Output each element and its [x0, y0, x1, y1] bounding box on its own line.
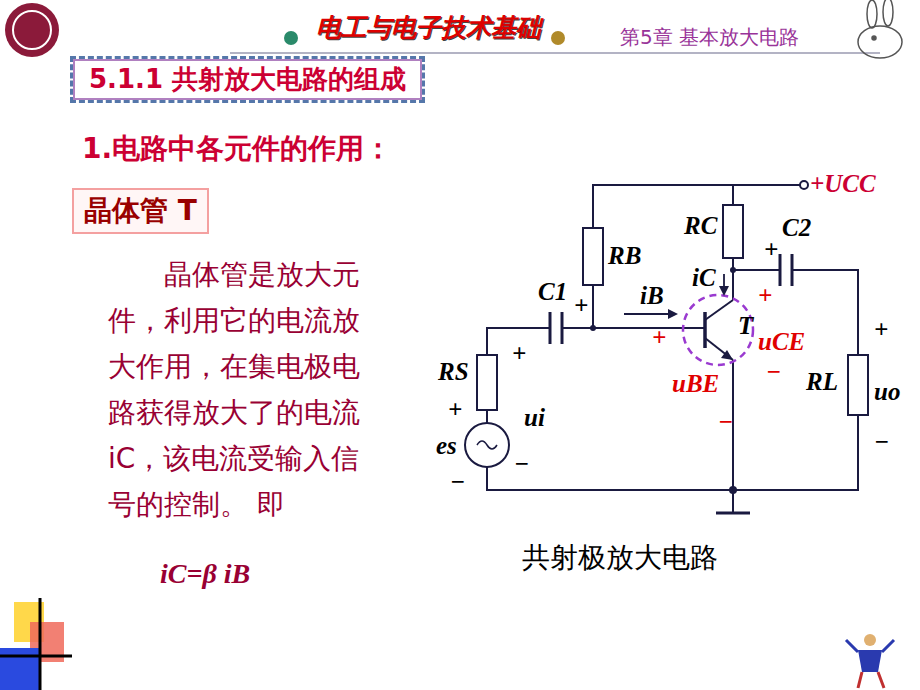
polarity-sign: + — [574, 292, 588, 321]
resistor-symbol — [477, 355, 497, 410]
formula: iC=β iB — [160, 558, 250, 590]
component-label: RC — [684, 212, 717, 241]
component-label: RB — [608, 242, 641, 271]
polarity-sign: + — [764, 236, 778, 265]
globe-icon — [551, 31, 565, 45]
circuit-wires — [487, 185, 858, 512]
capacitor-symbol — [550, 312, 562, 344]
body-text: 晶体管是放大元件，利用它的电流放大作用，在集电极电路获得放大了的电流iC，该电流… — [108, 252, 366, 528]
topic-box: 晶体管 T — [72, 188, 209, 234]
voltage-source — [465, 423, 509, 467]
polarity-sign: + — [448, 396, 462, 425]
header-rule — [230, 52, 880, 54]
voltage-label: ui — [524, 404, 545, 433]
resistor-symbol — [583, 228, 603, 285]
component-label: C1 — [538, 278, 567, 307]
school-logo — [13, 11, 51, 49]
cartoon-figure — [846, 634, 894, 688]
junction-dot — [730, 267, 736, 273]
voltage-source — [477, 441, 497, 449]
polarity-sign: − — [718, 408, 733, 437]
rabbit-drawing — [858, 0, 902, 58]
figure-caption: 共射极放大电路 — [522, 542, 718, 574]
polarity-sign: + — [758, 282, 772, 311]
polarity-sign: − — [874, 428, 889, 457]
voltage-label: uCE — [758, 328, 805, 357]
resistor-symbol — [848, 355, 868, 415]
polarity-sign: + — [652, 324, 666, 353]
voltage-label: uBE — [672, 370, 719, 399]
component-label: C2 — [782, 214, 811, 243]
junction-dot — [590, 325, 596, 331]
ground-symbol — [716, 512, 750, 515]
globe-icon — [284, 31, 298, 45]
polarity-sign: + — [874, 316, 888, 345]
capacitor-symbol — [780, 254, 792, 286]
supply-terminal — [800, 181, 808, 189]
current-label: iB — [640, 282, 664, 311]
section-title-box: 5.1.1 共射放大电路的组成 — [70, 56, 425, 103]
voltage-label: uo — [874, 378, 900, 407]
transistor-symbol — [683, 295, 753, 365]
course-title: 电工与电子技术基础 — [316, 14, 541, 43]
component-label: RS — [438, 358, 469, 387]
box-text: 5.1.1 共射放大电路的组成 — [89, 64, 406, 95]
polarity-sign: + — [512, 340, 526, 369]
junction-dot — [729, 486, 737, 494]
voltage-label: es — [436, 432, 457, 461]
box-text: 晶体管 T — [84, 194, 197, 228]
supply-label: +UCC — [810, 170, 876, 199]
component-label: RL — [806, 368, 838, 397]
polarity-sign: − — [766, 358, 781, 387]
polarity-sign: − — [450, 468, 465, 497]
current-label: iC — [692, 264, 716, 293]
section-subheading: 1.电路中各元件的作用： — [82, 133, 392, 165]
chapter-heading: 第5章 基本放大电路 — [620, 26, 799, 49]
resistor-symbol — [723, 205, 743, 258]
polarity-sign: − — [514, 450, 529, 479]
school-logo — [5, 3, 59, 57]
corner-decoration — [0, 598, 72, 690]
component-label: T — [738, 312, 753, 341]
